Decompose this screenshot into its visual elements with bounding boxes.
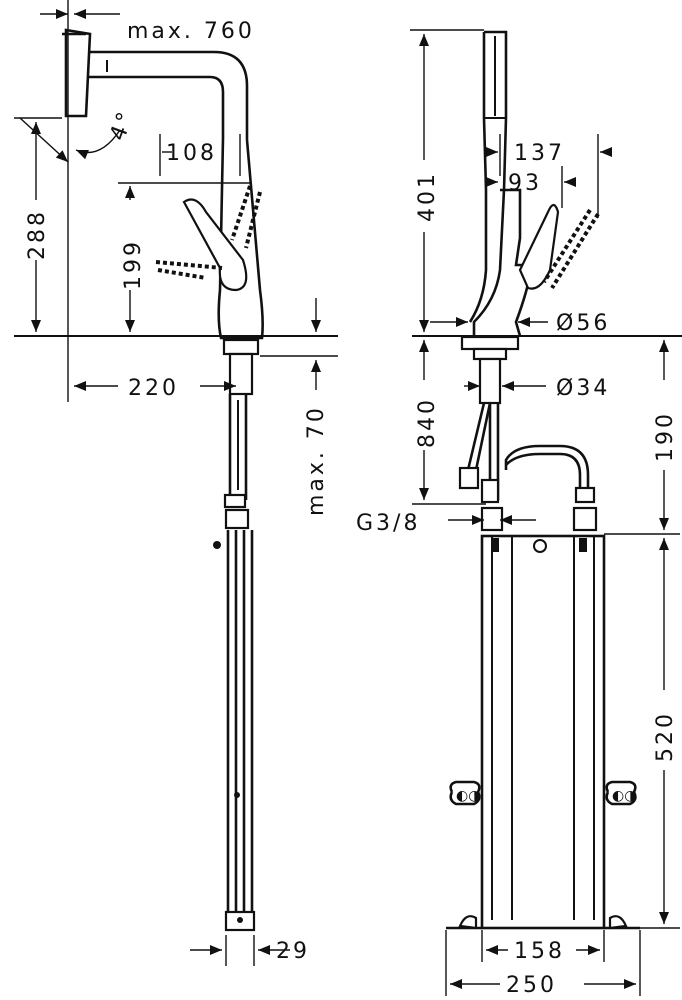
front-hose-right — [504, 444, 590, 500]
dim-hole-diameter: Ø34 — [556, 376, 610, 401]
front-hose-left — [466, 402, 492, 471]
side-dimensions: max. 760 4° 288 108 199 220 max. 70 — [14, 0, 329, 966]
mounting-nut — [222, 338, 260, 356]
dim-connection: G3/8 — [356, 511, 420, 536]
weight-box — [480, 534, 606, 930]
spout — [62, 28, 249, 140]
clip-right — [605, 780, 637, 806]
dim-box-width: 158 — [514, 939, 565, 964]
dim-reach-max: max. 760 — [127, 19, 255, 44]
front-lever — [518, 203, 560, 290]
dim-deck-thickness: max. 70 — [304, 405, 329, 516]
dim-angle: 4° — [106, 106, 140, 144]
front-lever-ghost — [542, 208, 600, 290]
svg-text:◐◑: ◐◑ — [612, 788, 636, 804]
front-base — [460, 335, 520, 351]
dim-hose-length: 840 — [415, 397, 440, 448]
faucet-body — [217, 137, 264, 340]
dim-handle-height: 199 — [121, 239, 146, 290]
front-spout — [468, 30, 508, 336]
dim-total-height: 401 — [415, 171, 440, 222]
front-view: ◐◑ ◐◑ — [412, 30, 682, 930]
weight-clip — [213, 541, 221, 549]
spray-head — [64, 28, 92, 118]
dim-handle-offset: 108 — [166, 141, 217, 166]
shank — [228, 352, 254, 396]
front-dimensions: 401 137 93 Ø56 Ø34 840 G3/8 19 — [356, 29, 680, 998]
dim-projection: 220 — [128, 376, 179, 401]
dim-hose-width: 29 — [276, 939, 310, 964]
lever-ghost-down — [155, 260, 223, 280]
dim-spout-height: 288 — [25, 209, 50, 260]
dim-pullout-offset: 137 — [514, 141, 565, 166]
svg-text:◐◑: ◐◑ — [456, 788, 480, 804]
side-view — [14, 28, 338, 932]
lever — [182, 198, 248, 292]
hose-housing — [226, 530, 254, 920]
clip-left — [449, 780, 481, 806]
dim-base-width: 250 — [506, 973, 557, 998]
dim-box-height: 520 — [653, 711, 678, 762]
lever-ghost-up — [230, 185, 262, 249]
dim-spout-offset: 93 — [508, 171, 542, 196]
dim-base-diameter: Ø56 — [556, 311, 610, 336]
dim-connection-depth: 190 — [653, 411, 678, 462]
